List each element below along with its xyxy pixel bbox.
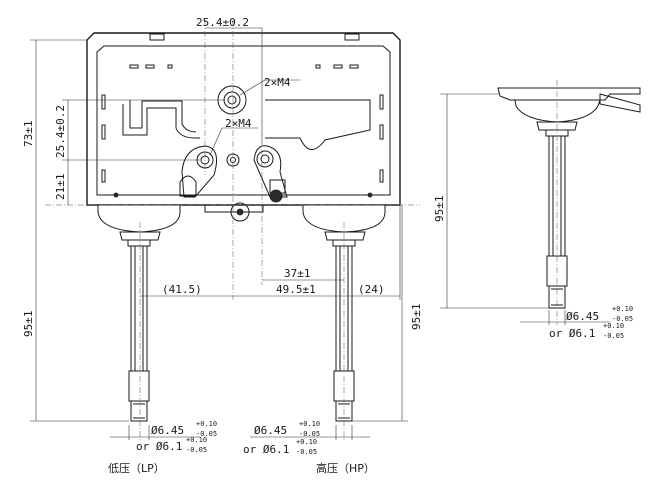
side-phi-tol-minus: -0.05 [612,315,633,323]
lp-diameter-callout: Ø6.45 +0.10 -0.05 or Ø6.1 +0.10 -0.05 [136,420,217,454]
dim-73: 73±1 [22,121,35,148]
lp-phi-tol-minus: -0.05 [196,430,217,438]
dim-37: 37±1 [284,267,311,280]
hp-phi-tol-plus: +0.10 [299,420,320,428]
housing-front-view [86,32,401,222]
lp-or-tol-minus: -0.05 [186,446,207,454]
m4-upper-label: 2×M4 [264,76,291,89]
side-or-text: or Ø6.1 [549,327,595,340]
dim-95-left: 95±1 [22,311,35,338]
hp-phi-tol-minus: -0.05 [299,430,320,438]
hp-phi-main: Ø6.45 [254,424,287,437]
hp-diameter-callout: Ø6.45 +0.10 -0.05 or Ø6.1 +0.10 -0.05 [243,420,320,456]
side-or-tol-minus: -0.05 [603,332,624,340]
hp-caption: 高压（HP） [316,461,375,475]
side-view [440,80,641,325]
lp-phi-tol-plus: +0.10 [196,420,217,428]
side-diameter-callout: Ø6.45 +0.10 -0.05 or Ø6.1 +0.10 -0.05 [549,305,633,340]
top-pitch-dim: 25.4±0.2 [196,16,249,29]
side-phi-main: Ø6.45 [566,310,599,323]
dim-21: 21±1 [54,174,67,201]
dim-49-5: 49.5±1 [276,283,316,296]
m4-lower-label: 2×M4 [225,117,252,130]
side-phi-tol-plus: +0.10 [612,305,633,313]
front-dimension-lines [30,27,408,440]
dim-95-mid: 95±1 [410,304,423,331]
dim-95-side: 95±1 [433,196,446,223]
hp-or-tol-minus: -0.05 [296,448,317,456]
lp-caption: 低压（LP） [108,462,165,475]
side-or-tol-plus: +0.10 [603,322,624,330]
dim-24: (24) [358,283,385,296]
hp-or-tol-plus: +0.10 [296,438,317,446]
hp-or-text: or Ø6.1 [243,443,289,456]
lp-phi-main: Ø6.45 [151,424,184,437]
dim-41-5: (41.5) [162,283,202,296]
lp-or-text: or Ø6.1 [136,440,182,453]
dim-25-4-vertical: 25.4±0.2 [54,105,67,158]
lp-valve-assembly [97,204,181,422]
lp-or-tol-plus: +0.10 [186,436,207,444]
center-lines [45,20,420,440]
